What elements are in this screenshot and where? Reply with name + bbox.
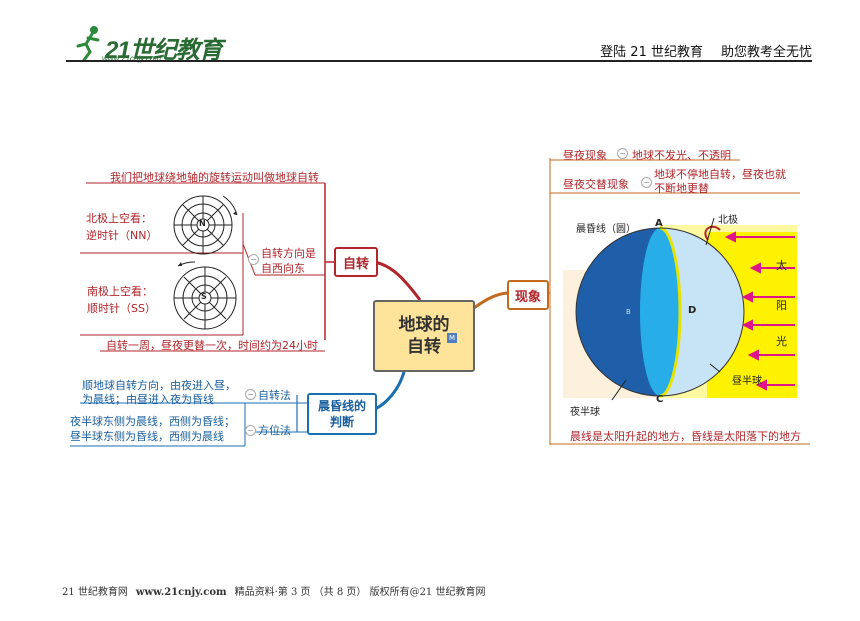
logo-text: 21世纪教育 — [105, 37, 223, 64]
north-pole-marker: 北极 — [718, 215, 738, 226]
collapse-icon[interactable]: − — [641, 177, 652, 188]
position-method-label: 方位法 — [258, 424, 291, 437]
north-pole-label-line1: 北极上空看： — [86, 212, 152, 225]
collapse-icon[interactable]: − — [245, 425, 256, 436]
south-pole-label-line2: 顺时针（SS） — [87, 302, 156, 315]
header-divider — [66, 60, 812, 62]
slogan-login: 登陆 21 世纪教育 — [600, 45, 703, 60]
central-topic-line1: 地球的 — [398, 315, 450, 335]
south-pole-diagram — [173, 261, 237, 330]
collapse-icon[interactable]: − — [617, 148, 628, 159]
north-pole-label: 北极上空看： 逆时针（NN） — [86, 210, 157, 244]
header-slogan: 登陆 21 世纪教育 助您教考全无忧 — [582, 41, 812, 60]
topic-rotation[interactable]: 自转 — [334, 247, 378, 277]
north-pole-diagram — [173, 195, 238, 255]
alternation-text-line2: 不断地更替 — [654, 182, 709, 195]
rotation-direction-line2: 自西向东 — [261, 262, 305, 275]
rotation-direction-line1: 自转方向是 — [261, 247, 316, 260]
rotation-period: 自转一周，昼夜更替一次，时间约为24小时 — [106, 339, 318, 352]
mindmap-badge-icon: M — [447, 333, 457, 343]
sunlight-label-1: 太 — [776, 259, 787, 272]
position-method-line1: 夜半球东侧为晨线，西侧为昏线； — [70, 415, 235, 428]
topic-phenomenon[interactable]: 现象 — [507, 280, 549, 310]
terminator-label-line1: 晨昏线的 — [317, 399, 366, 413]
rotation-definition: 我们把地球绕地轴的旋转运动叫做地球自转 — [110, 171, 319, 184]
rotation-method-label: 自转法 — [258, 389, 291, 402]
topic-terminator-judgment[interactable]: 晨昏线的判断 — [307, 393, 377, 435]
terminator-circle-label: 晨昏线（圆） — [576, 224, 636, 235]
slogan-help: 助您教考全无忧 — [720, 45, 812, 60]
south-pole-letter: S — [201, 292, 207, 301]
collapse-icon[interactable]: − — [245, 389, 256, 400]
south-pole-label: 南极上空看： 顺时针（SS） — [87, 283, 156, 317]
sunlight-label-2: 阳 — [776, 299, 787, 312]
day-night-phenomenon-text: 地球不发光、不透明 — [632, 149, 731, 162]
central-topic[interactable]: 地球的自转 — [373, 300, 475, 372]
position-method-line2: 昼半球东侧为昏线，西侧为晨线 — [70, 430, 224, 443]
terminator-label-line2: 判断 — [329, 415, 354, 429]
collapse-icon[interactable]: − — [248, 254, 259, 265]
day-night-phenomenon: 昼夜现象 — [563, 149, 607, 162]
point-c: C — [656, 394, 664, 405]
rotation-method-text: 顺地球自转方向，由夜进入昼， 为晨线；由昼进入夜为昏线 — [82, 379, 236, 407]
rotation-direction: 自转方向是 自西向东 — [261, 246, 316, 276]
rotation-method-line2: 为晨线；由昼进入夜为昏线 — [82, 393, 214, 406]
alternation-text-line1: 地球不停地自转，昼夜也就 — [654, 168, 786, 181]
footer-site: 21 世纪教育网 — [62, 587, 128, 598]
north-pole-letter: N — [199, 219, 206, 228]
earth-diagram — [563, 217, 798, 401]
rotation-method-line1: 顺地球自转方向，由夜进入昼， — [82, 379, 236, 392]
footer-url[interactable]: www.21cnjy.com — [135, 587, 227, 598]
day-hemisphere-label: 昼半球 — [732, 376, 762, 387]
position-method-text: 夜半球东侧为晨线，西侧为昏线； 昼半球东侧为昏线，西侧为晨线 — [70, 414, 235, 444]
south-pole-label-line1: 南极上空看： — [87, 285, 153, 298]
point-a: A — [655, 218, 663, 229]
north-pole-label-line2: 逆时针（NN） — [86, 229, 158, 242]
night-hemisphere-label: 夜半球 — [570, 407, 600, 418]
point-d: D — [688, 305, 697, 316]
runner-icon — [76, 26, 100, 62]
logo-url: www.21cnjy.com — [102, 54, 161, 63]
page-footer: 21 世纪教育网 www.21cnjy.com 精品资料·第 3 页 （共 8 页）… — [62, 583, 485, 598]
site-logo — [70, 22, 210, 62]
sunlight-label-3: 光 — [776, 335, 787, 348]
footer-info: 精品资料·第 3 页 （共 8 页） 版权所有@21 世纪教育网 — [234, 587, 486, 598]
day-night-alternation: 昼夜交替现象 — [563, 178, 629, 191]
point-b: B — [626, 308, 631, 316]
day-night-alternation-text: 地球不停地自转，昼夜也就 不断地更替 — [654, 168, 786, 196]
terminator-caption: 晨线是太阳升起的地方，昏线是太阳落下的地方 — [570, 430, 801, 443]
central-topic-line2: 自转 — [407, 337, 441, 357]
